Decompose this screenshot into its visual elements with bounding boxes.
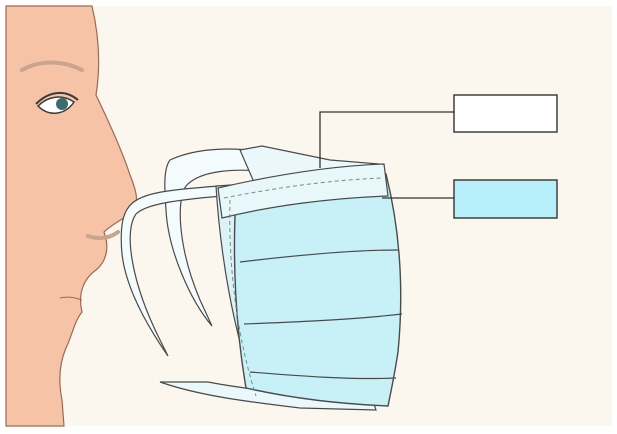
label-box-top bbox=[454, 95, 557, 132]
label-box-middle bbox=[454, 180, 557, 218]
iris bbox=[56, 98, 68, 110]
